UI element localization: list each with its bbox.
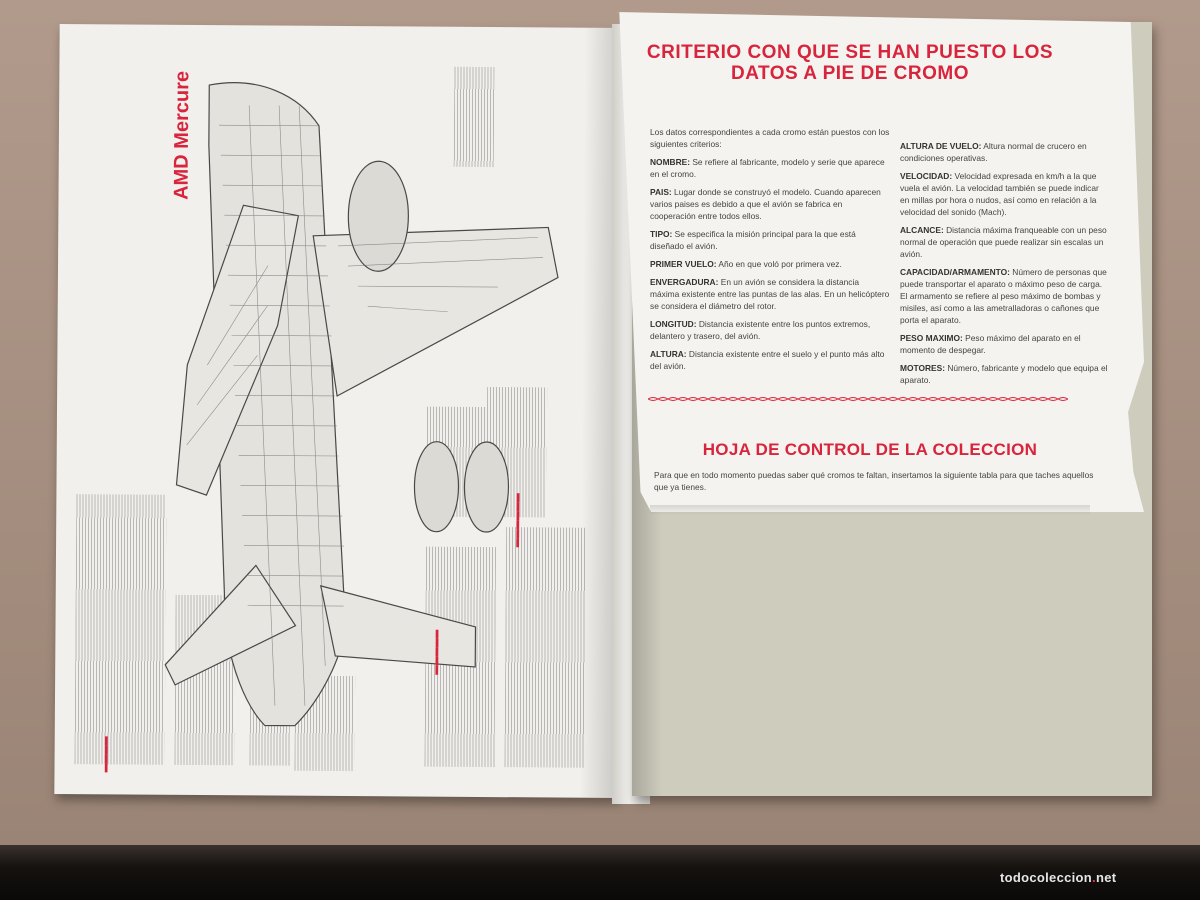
- criteria-entry: VELOCIDAD: Velocidad expresada en km/h a…: [900, 171, 1099, 217]
- criteria-title-line2: DATOS A PIE DE CROMO: [730, 63, 970, 84]
- criteria-entry: ALTURA: Distancia existente entre el sue…: [650, 349, 885, 371]
- criteria-left-column: Los datos correspondientes a cada cromo …: [650, 126, 890, 378]
- watermark-dot: .: [1092, 870, 1096, 885]
- criteria-title: CRITERIO CON QUE SE HAN PUESTO LOS DATOS…: [640, 42, 1060, 84]
- criteria-entry: PRIMER VUELO: Año en que voló por primer…: [650, 259, 842, 269]
- criteria-entry: PESO MAXIMO: Peso máximo del aparato en …: [900, 333, 1081, 355]
- criteria-entry: ENVERGADURA: En un avión se considera la…: [650, 277, 890, 311]
- watermark: todocoleccion.net: [1000, 870, 1116, 885]
- collection-control-text: Para que en todo momento puedas saber qu…: [654, 470, 1094, 492]
- criteria-entry: LONGITUD: Distancia existente entre los …: [650, 319, 871, 341]
- section-heading-mark: ▬▬▬▬▬▬: [511, 493, 522, 548]
- collection-control-title: HOJA DE CONTROL DE LA COLECCION: [702, 440, 1038, 459]
- criteria-entry: CAPACIDAD/ARMAMENTO: Número de personas …: [900, 267, 1107, 325]
- torn-edge-shadow: [650, 505, 1090, 515]
- watermark-suffix: net: [1095, 870, 1117, 885]
- criteria-title-line1: CRITERIO CON QUE SE HAN PUESTO LOS: [646, 42, 1054, 63]
- section-heading-mark: ▬▬▬▬: [99, 736, 110, 773]
- criteria-entry: TIPO: Se especifica la misión principal …: [650, 229, 856, 251]
- criteria-right-column: ALTURA DE VUELO: Altura normal de crucer…: [900, 140, 1110, 392]
- criteria-intro: Los datos correspondientes a cada cromo …: [650, 127, 890, 149]
- criteria-entry: PAIS: Lugar donde se construyó el modelo…: [650, 187, 881, 221]
- table-edge: [0, 845, 1200, 900]
- section-heading-mark: ▬▬▬▬▬: [430, 629, 441, 675]
- criteria-entry: ALTURA DE VUELO: Altura normal de crucer…: [900, 141, 1087, 163]
- watermark-prefix: todocoleccion: [1000, 870, 1093, 885]
- aircraft-cutaway-drawing: [164, 82, 559, 727]
- criteria-entry: NOMBRE: Se refiere al fabricante, modelo…: [650, 157, 885, 179]
- torn-info-sheet: [614, 12, 1144, 512]
- left-page: AMD Mercure ▬▬▬: [54, 24, 625, 798]
- decorative-divider: [648, 397, 1068, 401]
- criteria-entry: ALCANCE: Distancia máxima franqueable co…: [900, 225, 1107, 259]
- criteria-entry: MOTORES: Número, fabricante y modelo que…: [900, 363, 1108, 385]
